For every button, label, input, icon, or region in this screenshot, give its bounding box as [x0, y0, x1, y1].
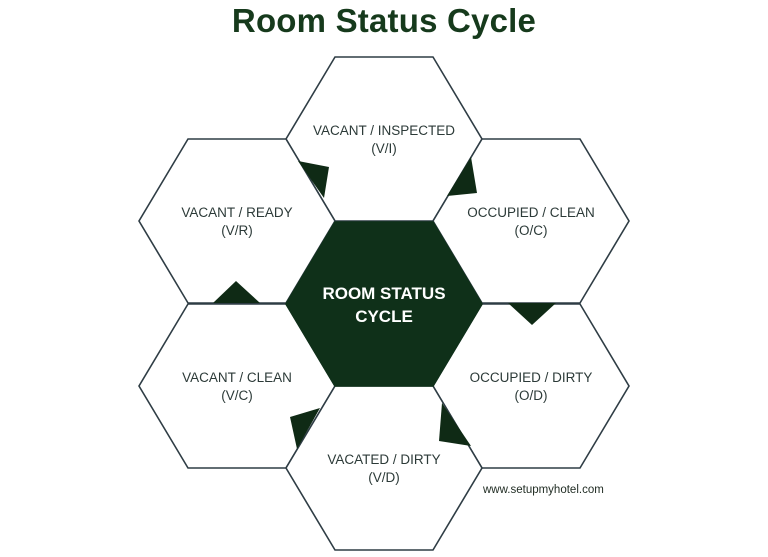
state-name: VACANT / READY: [181, 205, 293, 220]
arrow-icon-vd-to-vc: [290, 408, 320, 449]
state-code: (V/I): [371, 141, 397, 156]
state-code: (O/C): [514, 223, 548, 238]
state-name: VACATED / DIRTY: [327, 452, 441, 467]
state-label-vacant-clean: VACANT / CLEAN (V/C): [142, 369, 332, 405]
hex-center-room-status-cycle: [285, 221, 483, 387]
hex-occupied-clean: [432, 138, 630, 304]
diagram-title: Room Status Cycle: [231, 2, 537, 39]
arrow-icon-vi-to-oc: [447, 157, 477, 196]
state-label-occupied-dirty: OCCUPIED / DIRTY (O/D): [436, 369, 626, 405]
state-label-occupied-clean: OCCUPIED / CLEAN (O/C): [436, 204, 626, 240]
center-label: ROOM STATUS CYCLE: [289, 282, 479, 328]
state-name: OCCUPIED / CLEAN: [467, 205, 595, 220]
state-label-vacant-ready: VACANT / READY (V/R): [142, 204, 332, 240]
state-code: (V/D): [368, 470, 400, 485]
arrow-icon-oc-to-od: [508, 303, 556, 325]
arrow-icon-od-to-vd: [439, 403, 471, 446]
state-label-vacated-dirty: VACATED / DIRTY (V/D): [289, 451, 479, 487]
state-name: VACANT / INSPECTED: [312, 123, 456, 138]
website-credit: www.setupmyhotel.com: [483, 484, 604, 496]
state-name: VACANT / CLEAN: [182, 370, 292, 385]
state-code: (O/D): [514, 388, 548, 403]
state-name: OCCUPIED / DIRTY: [469, 370, 593, 385]
state-code: (V/R): [221, 223, 253, 238]
center-label-line2: CYCLE: [355, 307, 413, 326]
arrow-icon-vc-to-vr: [213, 281, 260, 303]
state-code: (V/C): [221, 388, 253, 403]
state-label-vacant-inspected: VACANT / INSPECTED (V/I): [289, 122, 479, 158]
arrow-icon-vr-to-vi: [298, 161, 329, 198]
center-label-line1: ROOM STATUS: [322, 284, 446, 303]
